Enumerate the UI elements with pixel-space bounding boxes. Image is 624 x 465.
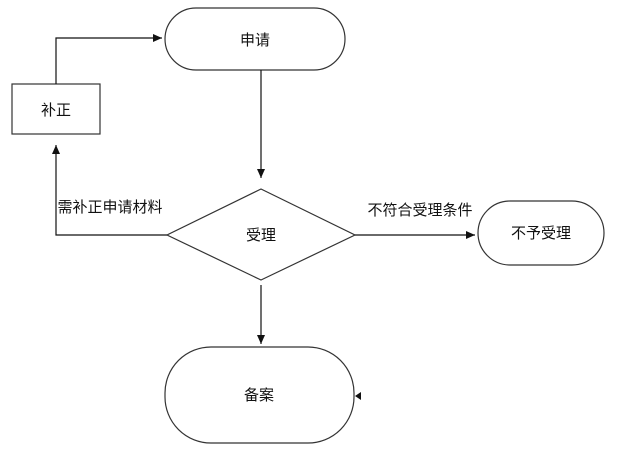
node-reject: 不予受理 (477, 200, 605, 266)
node-record: 备案 (164, 346, 361, 444)
node-record-connector-arrow (355, 392, 361, 400)
node-reject-shape (477, 200, 605, 266)
node-supplement-label: 补正 (41, 101, 71, 119)
node-apply: 申请 (164, 7, 346, 71)
node-record-shape (164, 346, 355, 444)
node-accept-label: 受理 (246, 226, 276, 244)
node-accept: 受理 (165, 188, 357, 281)
node-reject-label: 不予受理 (511, 224, 571, 242)
node-apply-label: 申请 (240, 31, 270, 49)
node-record-label: 备案 (244, 386, 274, 404)
edge-need-supplement-label: 需补正申请材料 (57, 198, 162, 216)
node-accept-shape (165, 188, 357, 281)
node-supplement: 补正 (11, 83, 101, 135)
node-supplement-shape (11, 83, 101, 135)
edge-supplement-to-apply (55, 34, 162, 84)
edge-not-qualified-label: 不符合受理条件 (367, 201, 472, 219)
node-apply-shape (164, 7, 346, 71)
edge-accept-to-supplement (52, 145, 167, 236)
